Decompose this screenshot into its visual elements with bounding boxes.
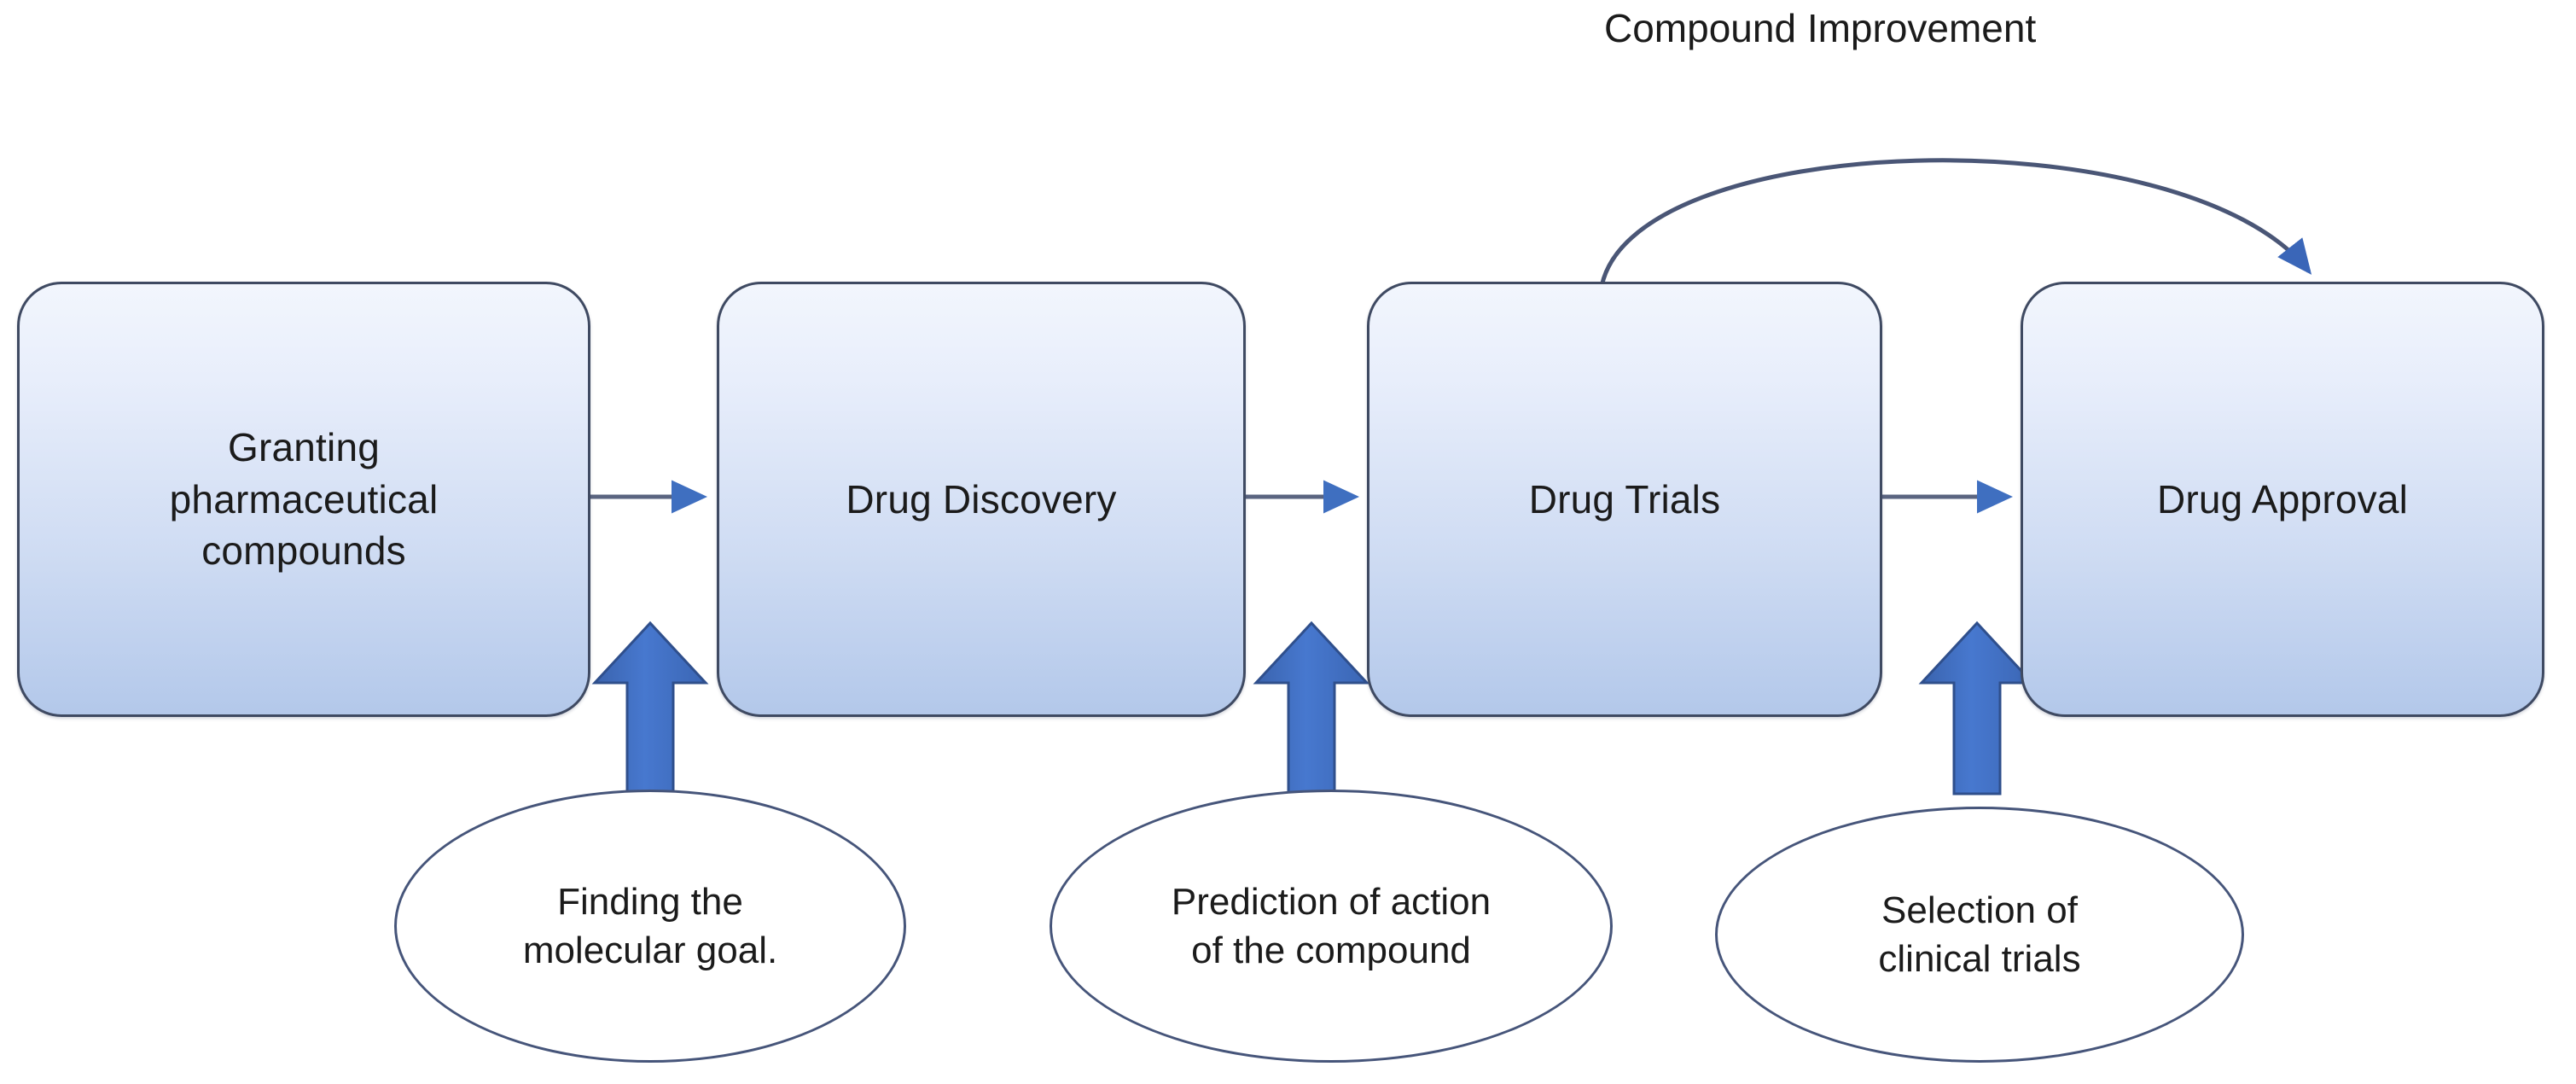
stage-label-drug-trials: Drug Trials <box>1528 476 1721 522</box>
note-ellipse-selection-of-clinical-trials[interactable]: Selection of clinical trials <box>1715 807 2244 1063</box>
stage-box-drug-discovery[interactable]: Drug Discovery <box>717 282 1246 717</box>
stage-box-drug-approval[interactable]: Drug Approval <box>2021 282 2544 717</box>
stage-label-drug-approval: Drug Approval <box>2156 476 2409 522</box>
stage-box-drug-trials[interactable]: Drug Trials <box>1367 282 1882 717</box>
block-arrow-finding-goal-to-granting <box>591 621 709 796</box>
stage-label-drug-discovery: Drug Discovery <box>846 476 1117 522</box>
compound-improvement-caption: Compound Improvement <box>1604 6 2037 50</box>
block-arrow-selection-to-trials <box>1918 621 2036 796</box>
note-ellipse-prediction-of-action-of-the-compound[interactable]: Prediction of action of the compound <box>1050 790 1613 1063</box>
block-arrow-prediction-to-discovery <box>1253 621 1370 796</box>
stage-label-granting-pharmaceutical-compounds: Granting pharmaceutical compounds <box>169 424 439 574</box>
arrow-compound-improvement-feedback <box>1598 158 2312 293</box>
note-label-prediction-of-action-of-the-compound: Prediction of action of the compound <box>1171 880 1492 971</box>
note-ellipse-finding-the-molecular-goal[interactable]: Finding the molecular goal. <box>394 790 906 1063</box>
stage-box-granting-pharmaceutical-compounds[interactable]: Granting pharmaceutical compounds <box>17 282 590 717</box>
note-label-finding-the-molecular-goal: Finding the molecular goal. <box>522 880 778 971</box>
note-label-selection-of-clinical-trials: Selection of clinical trials <box>1878 889 2081 980</box>
